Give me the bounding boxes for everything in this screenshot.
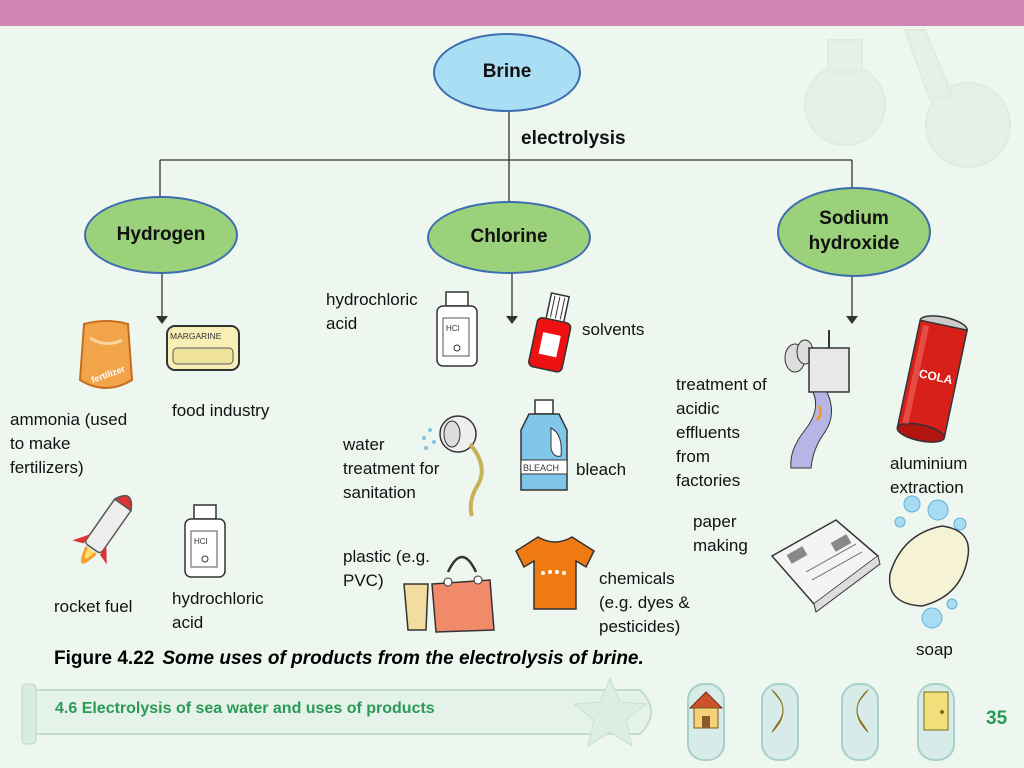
house-icon [688,691,724,729]
plastic-label: plastic (e.g. PVC) [343,545,430,593]
tshirt-image [515,536,595,610]
brine-label: Brine [482,61,532,83]
effluents-line-4: from [676,447,710,466]
forward-arrow-icon [856,689,869,733]
cup-and-bag-image [403,555,495,633]
ammonia-label: ammonia (used to make fertilizers) [10,408,127,480]
back-button[interactable] [758,680,802,761]
hcl-chlorine-line-2: acid [326,314,358,333]
figure-caption: Figure 4.22 Some uses of products from th… [54,648,644,670]
chemicals-label: chemicals (e.g. dyes & pesticides) [599,567,690,639]
rocket-image [72,495,133,565]
effluents-line-1: treatment of [676,375,767,394]
hcl-bottle-text-hydrogen: HCl [194,537,208,546]
hydrochloric-acid-label-chlorine: hydrochloric acid [326,288,418,336]
hcl-bottle-image-hydrogen: HCl [184,504,226,578]
hcl-hydrogen-line-2: acid [172,613,204,632]
electrolysis-label: electrolysis [521,128,626,149]
bleach-bottle-image: BLEACH [520,399,568,491]
aluminium-label: aluminium extraction [890,452,967,500]
top-bar [0,0,1024,26]
factory-effluent-image [784,330,850,469]
forward-button[interactable] [838,680,882,761]
cola-can-text: COLA [918,366,954,387]
exit-button[interactable] [914,680,958,761]
chemicals-line-1: chemicals [599,569,675,588]
home-button[interactable] [684,680,728,761]
margarine-tub-image: MARGARINE [166,325,240,371]
effluents-line-5: factories [676,471,741,490]
hcl-hydrogen-line-1: hydrochloric [172,589,264,608]
effluents-label: treatment of acidic effluents from facto… [676,373,767,493]
plastic-line-1: plastic (e.g. [343,547,430,566]
sodium-label-line2: hydroxide [808,233,900,254]
chlorine-node: Chlorine [427,201,591,274]
chlorine-label: Chlorine [470,226,548,248]
paper-line-1: paper [693,512,737,531]
bleach-label: bleach [576,460,627,479]
aluminium-line-1: aluminium [890,454,968,473]
figure-number: Figure 4.22 [54,648,155,669]
solvents-label: solvents [582,320,645,339]
hcl-chlorine-line-1: hydrochloric [326,290,418,309]
ammonia-line-2: to make [10,434,71,453]
exit-door-icon [923,691,949,731]
water-line-2: treatment for [343,459,440,478]
back-arrow-icon [771,689,784,733]
plastic-line-2: PVC) [343,571,384,590]
soap-label: soap [916,640,953,659]
page-number: 35 [986,708,1008,729]
water-line-3: sanitation [343,483,416,502]
rocket-fuel-label: rocket fuel [54,597,133,616]
figure-caption-text: Some uses of products from the electroly… [162,648,644,669]
paper-line-2: making [693,536,748,555]
hydrochloric-acid-label-hydrogen: hydrochloric acid [172,587,264,635]
water-treatment-label: water treatment for sanitation [343,433,439,505]
effluents-line-2: acidic [676,399,720,418]
sodium-label-line1: Sodium [819,208,889,230]
water-line-1: water [343,435,385,454]
sodium-hydroxide-node: Sodium hydroxide [777,187,931,277]
chemicals-line-2: (e.g. dyes & [599,593,690,612]
food-industry-label: food industry [172,401,270,420]
paper-making-label: paper making [693,510,748,558]
hydrogen-node: Hydrogen [84,196,238,274]
fertilizer-bag-image: fertilizer [78,320,134,389]
hcl-bottle-text-chlorine: HCl [446,324,460,333]
bleach-bottle-text: BLEACH [523,463,559,473]
solvent-bottle-image [528,292,572,373]
effluents-line-3: effluents [676,423,740,442]
brine-node: Brine [433,33,581,112]
paper-image [770,519,881,613]
soap-image [888,495,970,629]
chemicals-line-3: pesticides) [599,617,681,636]
hydrogen-label: Hydrogen [116,223,206,245]
ammonia-line-1: ammonia (used [10,410,128,429]
shower-head-image [422,415,484,517]
cola-can-image: COLA [896,315,969,443]
aluminium-line-2: extraction [890,478,964,497]
ammonia-line-3: fertilizers) [10,458,84,477]
footer-section-title: 4.6 Electrolysis of sea water and uses o… [55,700,435,717]
margarine-tub-text: MARGARINE [170,331,222,341]
footer-test-tube-decoration [21,676,652,748]
hcl-bottle-image-chlorine: HCl [436,291,478,367]
